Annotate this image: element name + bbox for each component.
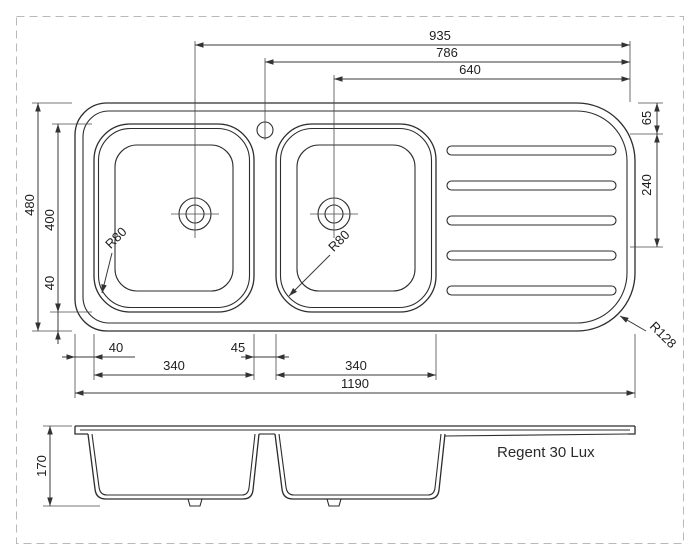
dim-40-left-label: 40 [42, 276, 57, 290]
front-bowl-2-outer [274, 433, 446, 500]
drainer-rib [446, 215, 617, 226]
dim-340-a: 340 [94, 358, 254, 378]
dim-40-bottom: 40 [62, 340, 135, 360]
dim-340-b: 340 [276, 358, 436, 378]
sink-front-view: 170 Regent 30 Lux [34, 425, 636, 507]
drainer-rib [446, 145, 617, 156]
radius-labels: R80 R80 R128 [101, 224, 680, 352]
drainer-ribs [446, 145, 617, 296]
dim-640-label: 640 [459, 62, 481, 77]
front-drain-1 [187, 498, 203, 507]
drainer-rib [446, 285, 617, 296]
bowl-1 [93, 123, 255, 313]
front-left-edge [74, 426, 88, 435]
dim-1190-label: 1190 [341, 376, 369, 391]
bowl-2 [275, 123, 437, 313]
dim-786: 786 [265, 45, 630, 65]
dim-right-group: 65 240 [630, 102, 663, 248]
dim-340-b-label: 340 [345, 358, 367, 373]
dim-65: 65 [639, 103, 660, 134]
dim-170-label: 170 [34, 455, 49, 477]
front-bowl-1-outer [87, 433, 260, 500]
front-right-edge [628, 426, 636, 435]
radius-bowl-1-label: R80 [102, 224, 129, 251]
dim-40-left: 40 [42, 276, 61, 344]
bowl-1-rim-outer [93, 123, 255, 313]
border-frame [16, 16, 684, 544]
radius-bowl-2: R80 [288, 227, 353, 297]
front-bowl-2-inner [278, 433, 442, 496]
dim-bottom-group: 40 45 340 340 1190 [62, 334, 636, 398]
bowl-2-floor [296, 144, 416, 292]
drainer-rib [446, 180, 617, 191]
dim-400-label: 400 [42, 209, 57, 231]
sink-top-view [74, 102, 636, 332]
dim-45-label: 45 [231, 340, 245, 355]
dim-640: 640 [334, 62, 630, 82]
front-bowl-1-inner [91, 433, 256, 496]
bowl-1-rim-inner [97, 127, 251, 309]
radius-corner: R128 [619, 315, 680, 352]
dim-786-label: 786 [436, 45, 458, 60]
dim-480: 480 [22, 103, 41, 331]
bowl-2-rim-inner [279, 127, 433, 309]
dim-left-group: 480 400 40 [22, 102, 92, 344]
dim-400: 400 [42, 124, 61, 312]
radius-bowl-1: R80 [101, 224, 130, 294]
dim-340-a-label: 340 [163, 358, 185, 373]
bowl-1-floor [114, 144, 234, 292]
dim-935-label: 935 [429, 28, 451, 43]
dim-65-label: 65 [639, 111, 654, 125]
radius-bowl-2-label: R80 [325, 227, 352, 254]
product-label: Regent 30 Lux [497, 444, 595, 461]
dim-480-label: 480 [22, 194, 37, 216]
dim-170: 170 [34, 425, 100, 507]
bowl-2-rim-outer [275, 123, 437, 313]
dim-935: 935 [195, 28, 630, 48]
radius-corner-label: R128 [647, 319, 680, 352]
sink-outline [74, 102, 636, 332]
dim-1190: 1190 [75, 376, 635, 396]
front-drainer-underside [444, 433, 629, 437]
dim-240: 240 [639, 134, 660, 247]
dim-45: 45 [231, 340, 289, 360]
dim-240-label: 240 [639, 174, 654, 196]
drainer-rib [446, 250, 617, 261]
dim-40-bottom-label: 40 [109, 340, 123, 355]
front-drain-2 [326, 498, 342, 507]
dim-top-group: 935 786 640 [194, 28, 631, 238]
sink-inner-rim [82, 110, 628, 324]
